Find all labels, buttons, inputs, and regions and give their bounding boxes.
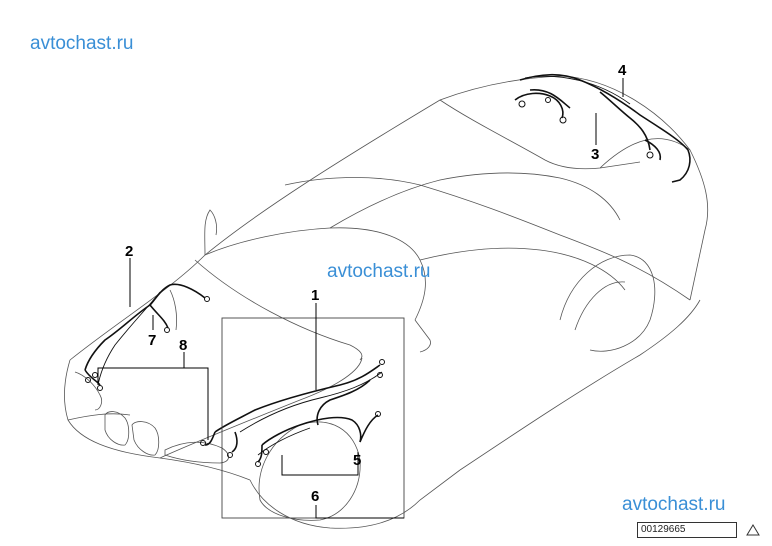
car-body <box>64 75 709 529</box>
harness-front-left <box>84 283 210 391</box>
group-box-1 <box>221 317 405 519</box>
part-number-4: 4 <box>618 62 627 79</box>
triangle-icon <box>746 524 760 536</box>
part-number-7: 7 <box>148 332 156 349</box>
reference-code: 00129665 <box>637 522 737 538</box>
part-number-3: 3 <box>591 146 599 163</box>
part-number-2: 2 <box>125 243 133 260</box>
part-number-8: 8 <box>179 337 187 354</box>
watermark-top-left: avtochast.ru <box>30 33 134 54</box>
part-number-6: 6 <box>311 488 319 505</box>
part-number-1: 1 <box>311 287 319 304</box>
watermark-bottom-right: avtochast.ru <box>622 494 726 515</box>
harness-wheel-arch <box>255 411 381 467</box>
part-number-5: 5 <box>353 452 361 469</box>
harness-engine-bay <box>200 359 385 458</box>
harness-rear-trunk <box>514 73 691 183</box>
watermark-center: avtochast.ru <box>327 261 431 282</box>
leader-lines <box>97 78 624 519</box>
